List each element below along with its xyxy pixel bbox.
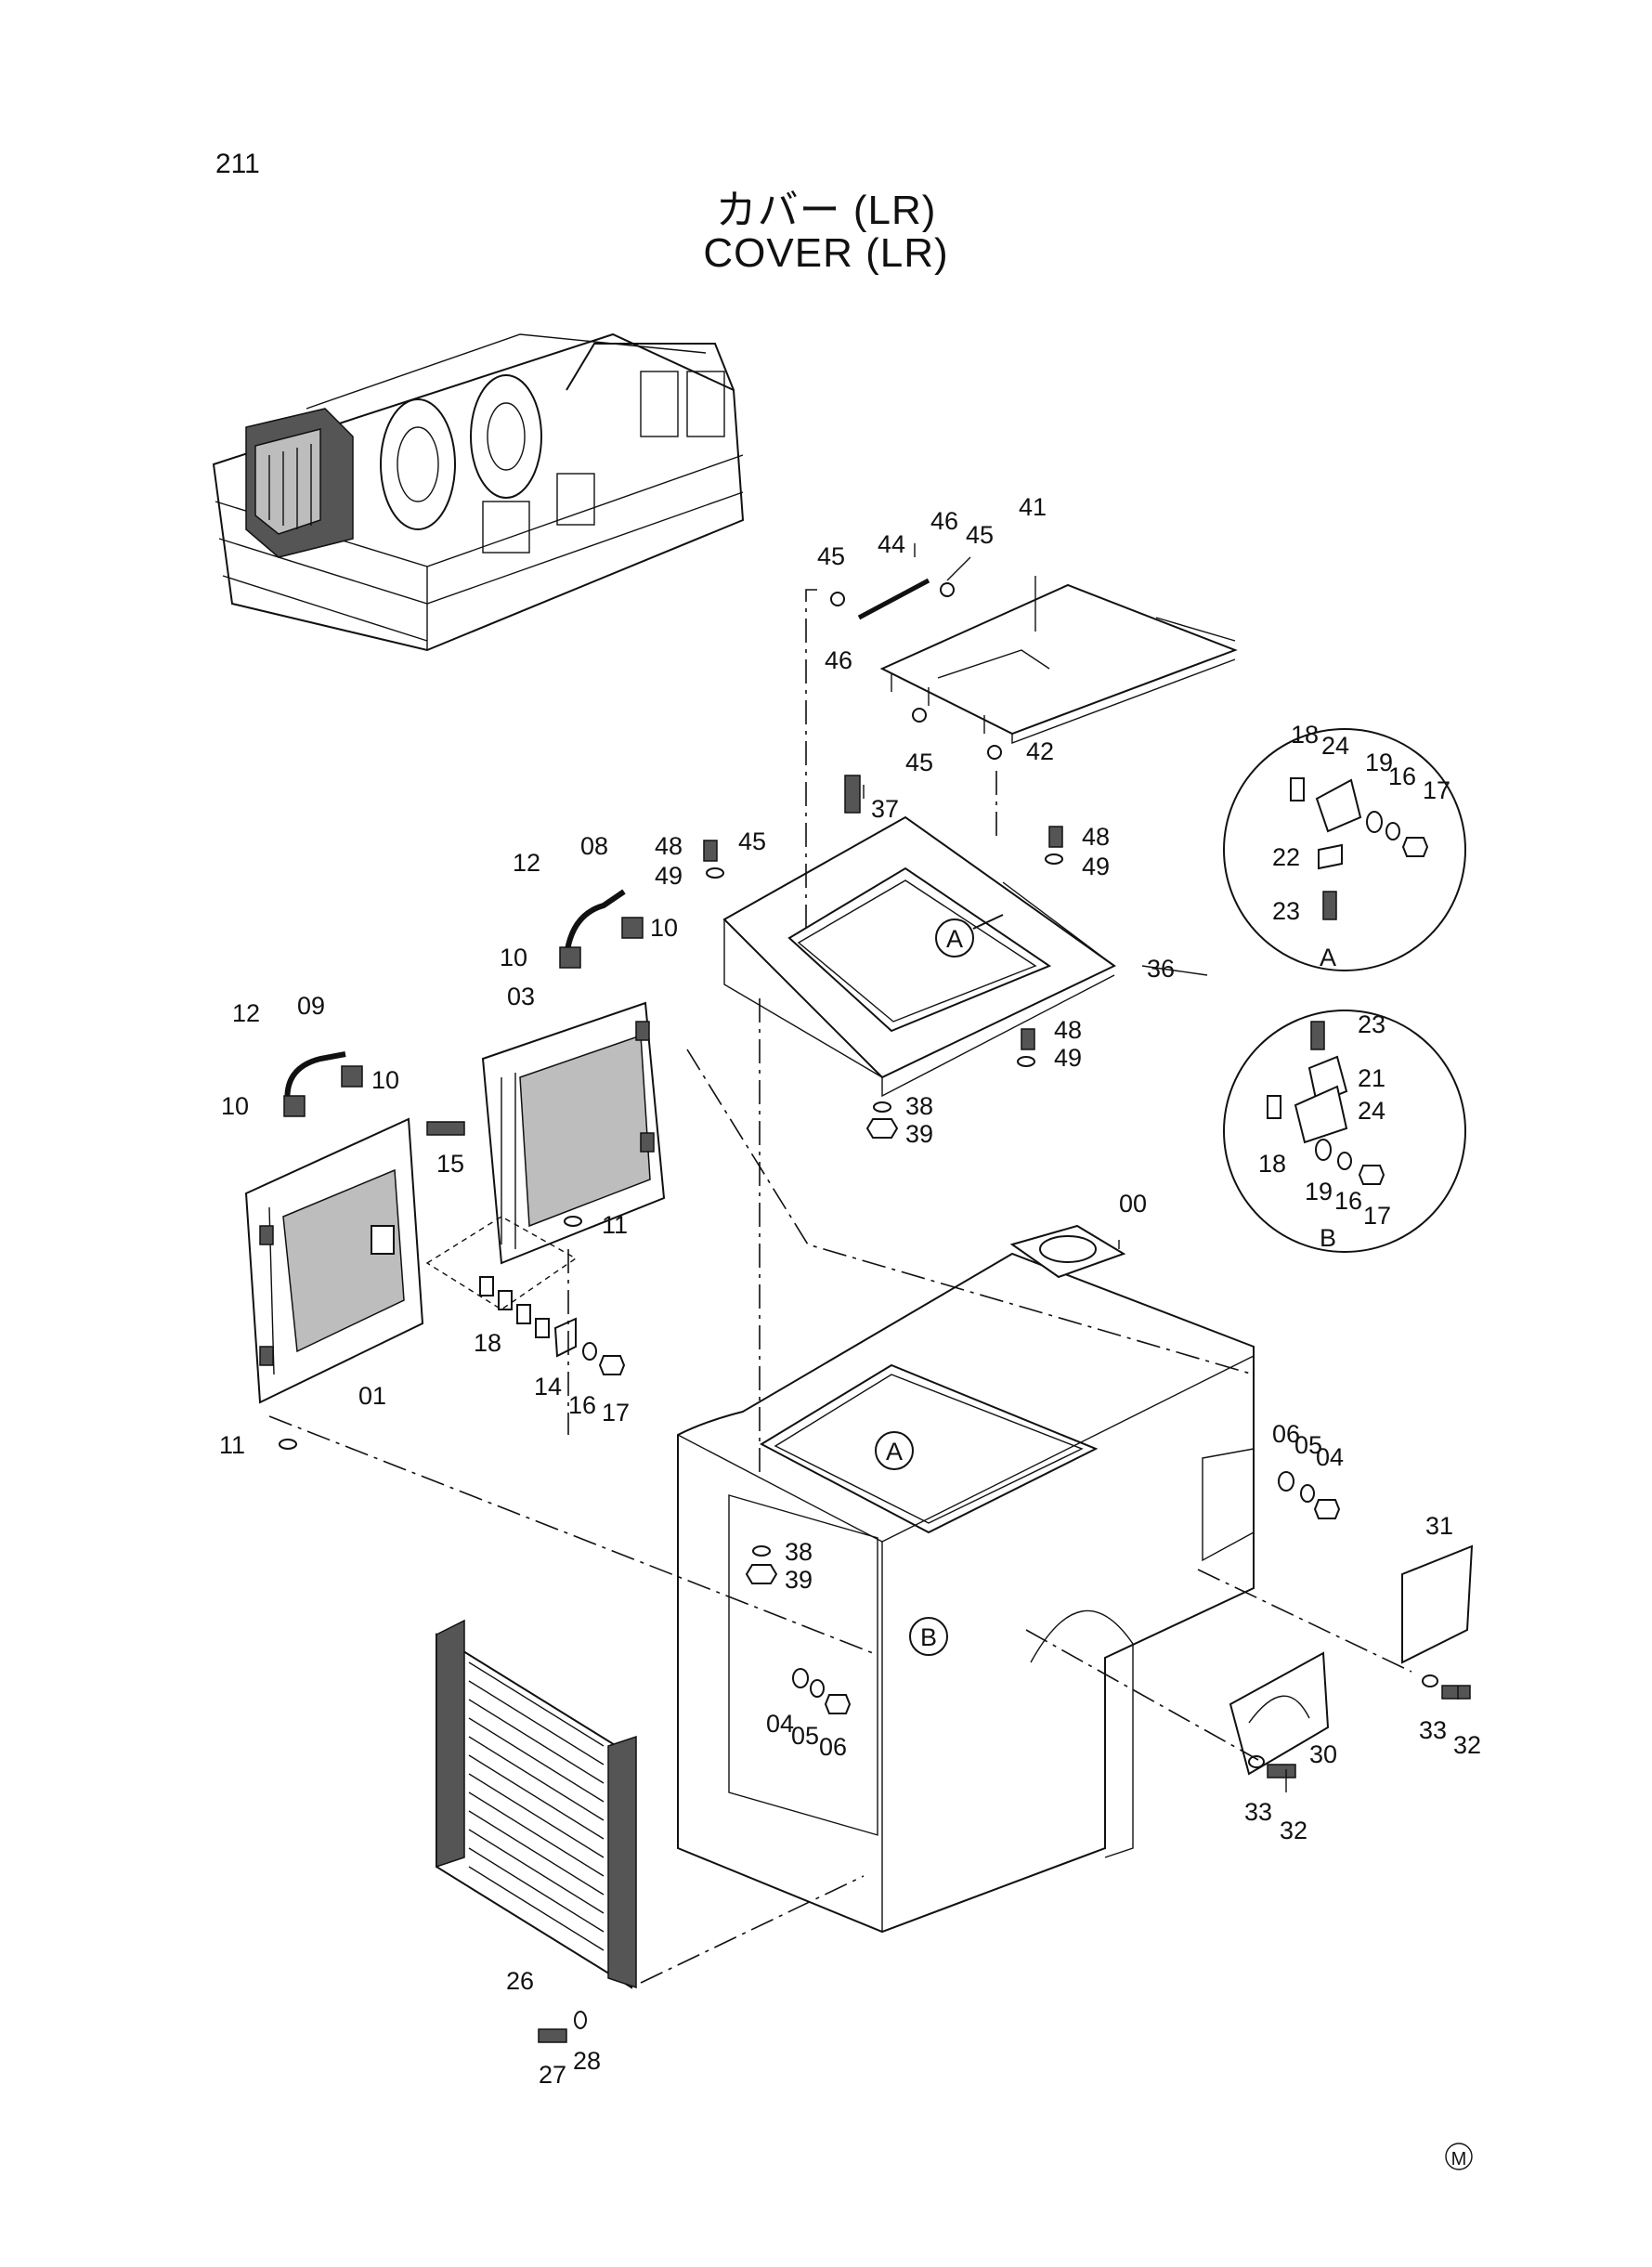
detail-a-caption: A [1320,944,1336,971]
view-a-label-2: A [886,1438,903,1466]
detail-b-caption: B [1320,1224,1336,1252]
detail-a-19: 19 [1365,749,1393,776]
door-panel-01 [244,1117,424,1404]
detail-view-b: B [1223,1010,1466,1253]
assembly-leader-lines [268,589,1412,1984]
callout-08: 08 [580,832,608,860]
detail-a-18: 18 [1291,721,1319,749]
callout-05a: 05 [1294,1431,1322,1459]
page-number: 211 [215,149,260,179]
callout-45a: 45 [817,542,845,570]
callout-10b: 10 [500,944,527,971]
view-marker-a-1: A [935,914,1004,958]
detail-b-19: 19 [1305,1178,1333,1205]
detail-b-23: 23 [1358,1010,1385,1038]
callout-38a: 38 [905,1092,933,1120]
detail-a-23: 23 [1272,897,1300,925]
callout-46b: 46 [825,646,852,674]
callout-18: 18 [474,1329,501,1357]
callout-10d: 10 [221,1092,249,1120]
machine-overview-illustration [212,332,745,652]
detail-b-17: 17 [1363,1202,1391,1230]
view-marker-a-2: A [875,1431,914,1470]
callout-11b: 11 [219,1431,245,1459]
callout-48c: 48 [1054,1016,1082,1044]
top-cover-41 [879,583,1238,745]
callout-32a: 32 [1453,1731,1481,1759]
callout-05b: 05 [791,1722,819,1750]
callout-31: 31 [1425,1512,1453,1540]
manufacturer-mark-letter: M [1451,2149,1467,2169]
callout-06a: 06 [1272,1420,1300,1448]
callout-04b: 04 [766,1710,794,1738]
callout-45c: 45 [905,749,933,776]
hinge-pin-44 [830,578,1002,760]
detail-b-24: 24 [1358,1097,1385,1125]
callout-01: 01 [358,1382,386,1410]
callout-44: 44 [878,530,905,558]
callout-14: 14 [534,1373,562,1401]
callout-04a: 04 [1316,1443,1344,1471]
callout-15: 15 [436,1150,464,1178]
callout-16: 16 [568,1391,596,1419]
callout-03: 03 [507,983,535,1010]
radiator-grille-26 [436,1619,637,1989]
callout-46a: 46 [930,507,958,535]
callout-45b: 45 [966,521,994,549]
callout-37: 37 [871,795,899,823]
callout-12a: 12 [513,849,540,877]
callout-28: 28 [573,2047,601,2075]
view-b-label-1: B [920,1623,937,1651]
detail-b-18: 18 [1258,1150,1286,1178]
callout-49c: 49 [1054,1044,1082,1072]
callout-39b: 39 [785,1566,813,1594]
callout-49a: 49 [655,862,683,890]
detail-a-24: 24 [1321,732,1349,760]
detail-view-a: A [1223,728,1466,971]
detail-a-16: 16 [1388,762,1416,790]
view-marker-b-1: B [909,1617,948,1656]
title-japanese: カバー (LR) [715,188,937,233]
callout-17: 17 [602,1399,630,1427]
hardware-parts [279,775,1471,2043]
detail-b-16: 16 [1334,1187,1362,1215]
callout-39a: 39 [905,1120,933,1148]
detail-a-17: 17 [1423,776,1450,804]
callout-48b: 48 [1082,823,1110,851]
callout-32b: 32 [1280,1817,1307,1844]
callout-10a: 10 [650,914,678,942]
callout-48a: 48 [655,832,683,860]
callout-12b: 12 [232,999,260,1027]
detail-a-22: 22 [1272,843,1300,871]
callout-49b: 49 [1082,853,1110,880]
callout-00: 00 [1119,1190,1147,1218]
callout-09: 09 [297,992,325,1020]
main-cover-00 [677,1224,1255,1934]
door-panel-03 [481,1001,666,1265]
callout-27: 27 [539,2061,566,2089]
callout-30: 30 [1309,1740,1337,1768]
manufacturer-mark: M [1445,2143,1473,2170]
callout-11a: 11 [602,1211,628,1239]
detail-b-21: 21 [1358,1064,1385,1092]
support-frame-36 [722,815,1116,1098]
callout-33b: 33 [1244,1798,1272,1826]
title-english: COVER (LR) [703,230,949,276]
callout-10c: 10 [371,1066,399,1094]
view-a-label-1: A [946,925,963,953]
callout-36: 36 [1147,955,1175,983]
callout-33a: 33 [1419,1716,1447,1744]
callout-leaders [863,543,1459,1792]
callout-41: 41 [1019,493,1047,521]
part-callouts: 00 01 03 04 05 06 04 05 06 08 09 10 10 1… [219,493,1481,2089]
callout-38b: 38 [785,1538,813,1566]
callout-42: 42 [1026,737,1054,765]
callout-45d: 45 [738,827,766,855]
cover-plate-31 [1401,1544,1474,1664]
callout-06b: 06 [819,1733,847,1761]
callout-26: 26 [506,1967,534,1995]
